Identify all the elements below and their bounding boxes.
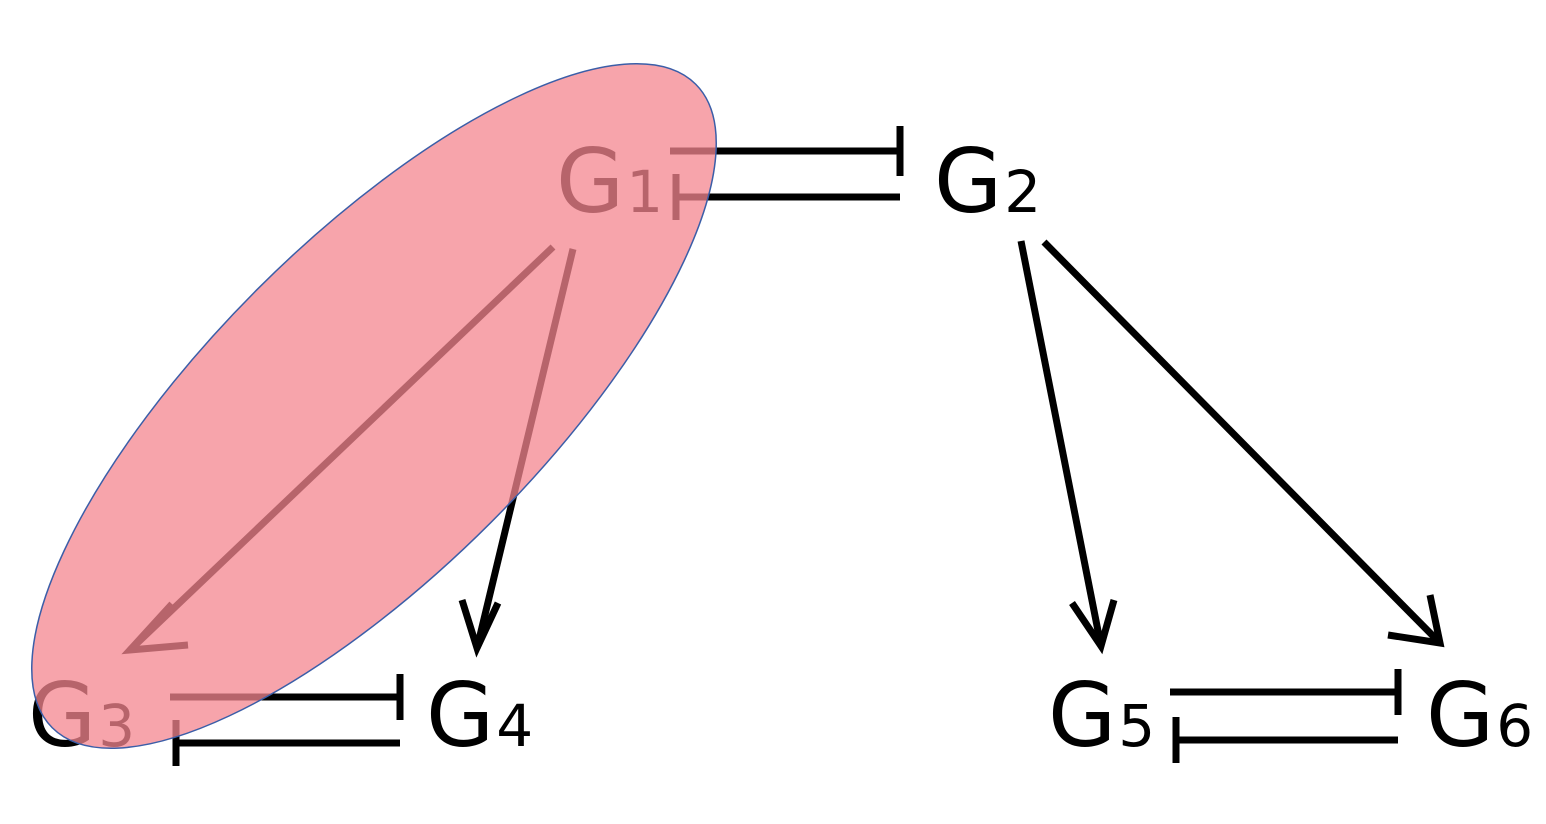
edge-g6-inhibits-g5	[1172, 717, 1398, 763]
edge-g2-activates-g6	[1041, 239, 1445, 648]
edge-g5-inhibits-g6	[1170, 669, 1402, 715]
highlight-ellipse	[31, 63, 717, 749]
edge-g4-inhibits-g3	[172, 720, 400, 766]
node-g6: G6	[1426, 664, 1533, 767]
node-g2: G2	[934, 130, 1041, 233]
node-g5: G5	[1048, 664, 1155, 767]
edge-g2-activates-g5	[1017, 240, 1118, 655]
node-g4: G4	[426, 664, 533, 767]
